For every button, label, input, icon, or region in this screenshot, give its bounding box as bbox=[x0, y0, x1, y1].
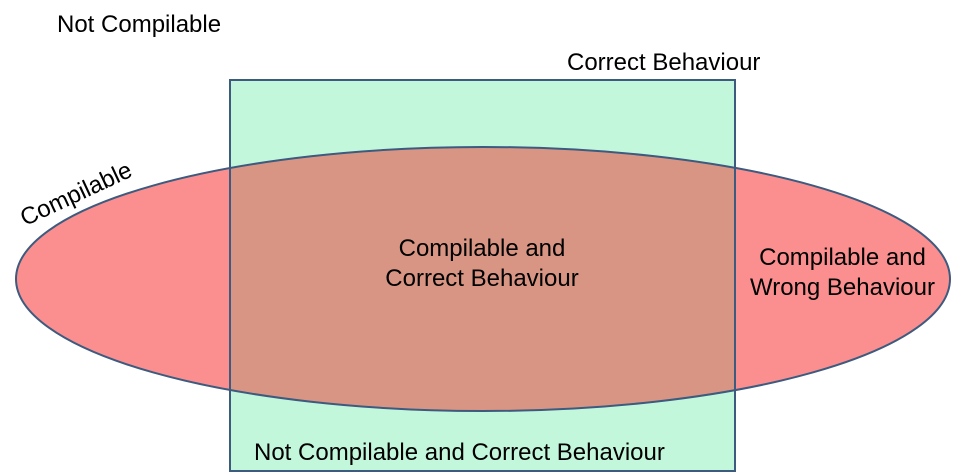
correct-behaviour-rectangle-outline bbox=[229, 79, 736, 472]
intersection-label-line1: Compilable and bbox=[398, 235, 566, 262]
compilable-ellipse-outline bbox=[15, 146, 951, 412]
correct-behaviour-label: Correct Behaviour bbox=[567, 49, 761, 76]
intersection-label-line2: Correct Behaviour bbox=[385, 265, 579, 292]
not-compilable-label: Not Compilable bbox=[57, 11, 222, 38]
intersection-region bbox=[230, 147, 735, 411]
compilable-wrong-label-line1: Compilable and bbox=[759, 244, 926, 271]
compilable-wrong-label: Compilable and Wrong Behaviour bbox=[735, 243, 950, 303]
compilable-wrong-label-line2: Wrong Behaviour bbox=[750, 274, 935, 301]
not-compilable-correct-label: Not Compilable and Correct Behaviour bbox=[254, 439, 665, 466]
intersection-label: Compilable and Correct Behaviour bbox=[362, 234, 602, 294]
